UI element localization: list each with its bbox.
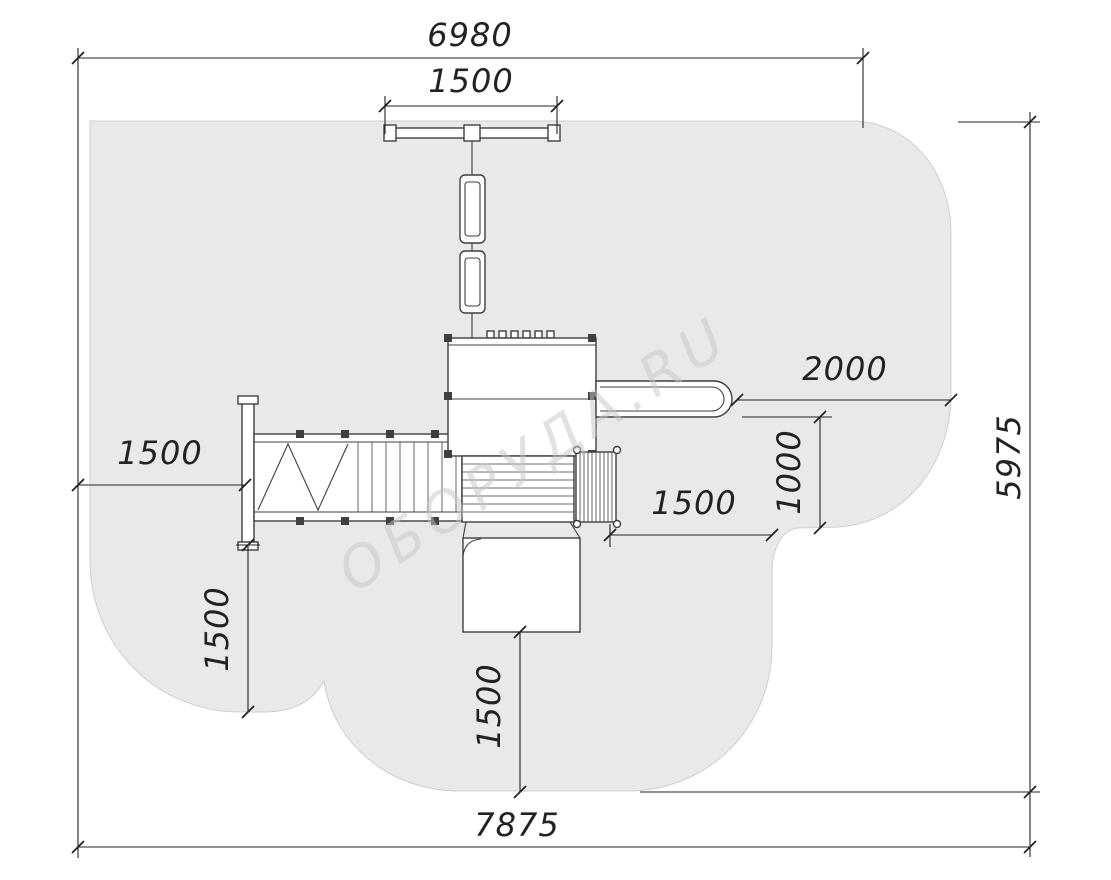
balance-tube bbox=[595, 380, 733, 418]
dimension-stairs-clearance: 1500 bbox=[603, 484, 779, 547]
climbing-ramp bbox=[237, 395, 463, 551]
dim-beam-clearance-label: 1000 bbox=[770, 429, 808, 514]
dim-top-overall-label: 6980 bbox=[427, 16, 512, 54]
dim-bottom-overall-label: 7875 bbox=[474, 806, 559, 844]
swing-seat bbox=[459, 250, 486, 314]
stairs bbox=[572, 445, 622, 529]
climbing-wall bbox=[461, 455, 575, 523]
slide bbox=[462, 521, 581, 633]
dim-ramp-bottom-label: 1500 bbox=[198, 586, 236, 671]
dimension-ramp-left: 1500 bbox=[71, 434, 252, 492]
dim-stairs-clearance-label: 1500 bbox=[651, 484, 736, 522]
dim-right-overall-label: 5975 bbox=[990, 414, 1028, 499]
dimension-ramp-bottom: 1500 bbox=[198, 538, 260, 719]
dimension-swing-width: 1500 bbox=[378, 62, 564, 134]
dim-beam-right-label: 2000 bbox=[802, 350, 887, 388]
dimension-top-overall: 6980 bbox=[71, 16, 870, 128]
tower bbox=[444, 330, 597, 458]
dim-swing-width-label: 1500 bbox=[428, 62, 513, 100]
dimension-beam-right: 2000 bbox=[730, 350, 958, 407]
dimension-bottom-overall: 7875 bbox=[71, 806, 1037, 854]
swing-seat bbox=[459, 174, 486, 244]
dimension-right-overall: 5975 bbox=[640, 115, 1040, 799]
swing-set bbox=[383, 124, 561, 338]
dimension-slide-bottom: 1500 bbox=[470, 625, 527, 799]
dimension-beam-clearance: 1000 bbox=[742, 410, 832, 535]
dim-ramp-left-label: 1500 bbox=[117, 434, 202, 472]
dim-slide-bottom-label: 1500 bbox=[470, 663, 508, 748]
